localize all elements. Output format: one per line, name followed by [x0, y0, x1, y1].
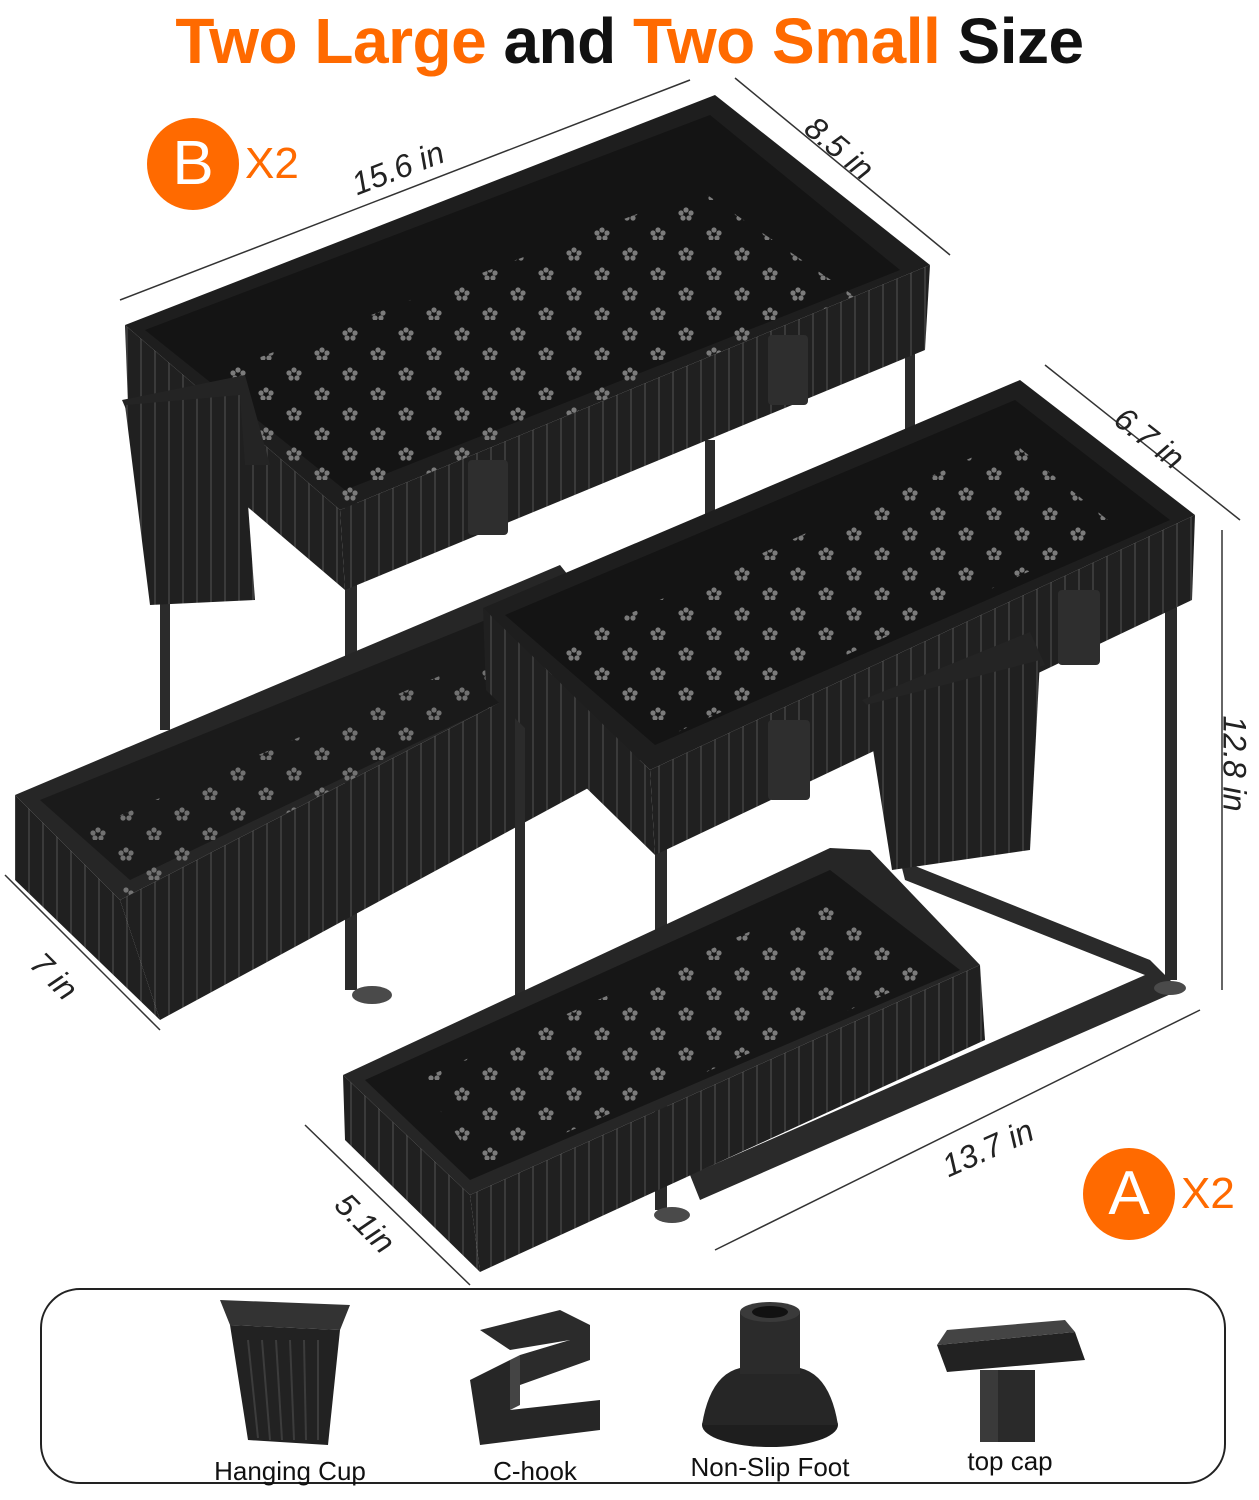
- badge-b-qty: X2: [245, 139, 299, 188]
- badge-a-qty: X2: [1181, 1169, 1235, 1218]
- accessory-label: top cap: [967, 1446, 1053, 1476]
- badge-small-size: A X2: [1083, 1148, 1235, 1240]
- page-title: Two Large and Two Small Size: [0, 6, 1259, 76]
- small-organizer: [343, 380, 1195, 1272]
- accessory-label: C-hook: [493, 1456, 577, 1486]
- badge-b-letter: B: [147, 118, 239, 210]
- dimension-height: 12.8 in: [1216, 715, 1253, 812]
- accessory-hanging-cup: Hanging Cup: [200, 1290, 380, 1486]
- accessory-label: Hanging Cup: [214, 1456, 366, 1486]
- accessory-top-cap: top cap: [925, 1290, 1095, 1476]
- badge-a-letter: A: [1083, 1148, 1175, 1240]
- title-part-2: and: [503, 5, 616, 77]
- title-part-3: Two Small: [633, 5, 941, 77]
- accessory-non-slip-foot: Non-Slip Foot: [690, 1290, 850, 1482]
- c-hook-icon: [470, 1310, 600, 1445]
- title-part-4: Size: [957, 5, 1085, 77]
- organizer-illustration: [4, 77, 1241, 1286]
- badge-large-size: B X2: [147, 118, 299, 210]
- dimension-lines: [4, 77, 1241, 1286]
- large-organizer: [15, 95, 930, 1020]
- non-slip-foot-icon: [702, 1302, 838, 1447]
- accessory-c-hook: C-hook: [450, 1290, 620, 1486]
- hanging-cup-icon: [220, 1300, 350, 1445]
- top-cap-icon: [937, 1320, 1085, 1442]
- accessories-panel: [40, 1288, 1226, 1484]
- title-part-1: Two Large: [175, 5, 487, 77]
- accessory-label: Non-Slip Foot: [690, 1452, 850, 1482]
